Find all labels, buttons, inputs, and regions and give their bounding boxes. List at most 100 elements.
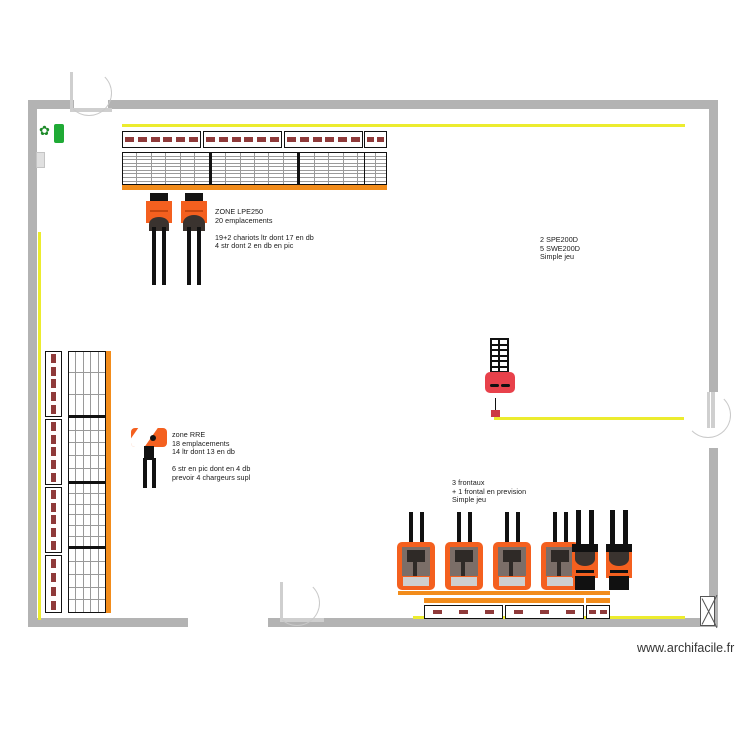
pallet (51, 572, 56, 582)
stacker-1[interactable] (571, 510, 599, 590)
door-top-left[interactable] (66, 70, 112, 116)
pallet (137, 137, 147, 142)
rack-bay (211, 153, 298, 184)
pallet (600, 610, 607, 614)
left-rack-grid (68, 351, 106, 613)
pallet (51, 489, 56, 499)
reach-truck-3[interactable] (493, 512, 531, 590)
pallet (51, 447, 56, 457)
bottom-rack-pallet-bay-2 (505, 605, 584, 619)
rack-cell-row (69, 352, 105, 374)
pallet (51, 528, 56, 538)
truck-platform (547, 577, 573, 586)
truck-column (509, 550, 513, 576)
truck-mast (553, 512, 557, 546)
rack-cell-column (329, 153, 344, 184)
truck-mast (468, 512, 472, 546)
rack-bay (123, 153, 209, 184)
reach-truck-1[interactable] (397, 512, 435, 590)
pallet (163, 137, 173, 142)
wall-right-lower (709, 448, 718, 627)
pallet-truck-2[interactable] (181, 193, 207, 285)
rack-cell-column (180, 153, 196, 184)
rack-cell-row (69, 443, 105, 456)
truck-fork (576, 510, 581, 546)
rack-cell-column (343, 153, 359, 184)
guide-line-left (38, 232, 41, 620)
pallet (150, 137, 160, 142)
truck-body (131, 428, 167, 447)
pallet (51, 379, 56, 389)
rack-cell-column (365, 153, 376, 184)
pallet (124, 137, 134, 142)
door-bottom[interactable] (274, 580, 324, 626)
pallet (51, 366, 56, 376)
plant-icon: ✿ (39, 123, 50, 138)
truck-fork (162, 227, 166, 285)
rack-cell-row (69, 574, 105, 588)
stacker-2[interactable] (605, 510, 633, 590)
pallet (218, 137, 228, 142)
wall-right (709, 100, 718, 392)
truck-platform (451, 577, 477, 586)
truck-fork (152, 458, 156, 488)
top-rack-grid-partial (364, 152, 387, 185)
truck-mast (457, 512, 461, 546)
truck-base (575, 576, 595, 590)
rack-cell-column (123, 153, 138, 184)
rack-cell-row (69, 526, 105, 537)
pallet (51, 600, 56, 610)
rack-cell-row (69, 549, 105, 562)
truck-grille (610, 570, 628, 573)
rack-cell-row (69, 468, 105, 481)
truck-fork (152, 227, 156, 285)
truck-mast (409, 512, 413, 546)
pallet (565, 610, 575, 614)
truck-column (557, 550, 561, 576)
rack-cell-row (69, 504, 105, 516)
pallet (176, 137, 186, 142)
rack-cell-column (269, 153, 284, 184)
pallet (51, 460, 56, 470)
truck-mast (420, 512, 424, 546)
rack-cell-column (151, 153, 167, 184)
bottom-rack-pallet-bay-1 (424, 605, 503, 619)
rack-cell-row (69, 483, 105, 495)
bottom-rack-floor-beam (424, 598, 584, 603)
rack-cell-row (69, 394, 105, 415)
pallet (484, 610, 494, 614)
rack-bay (69, 483, 105, 547)
truck-carriage (606, 544, 632, 554)
rack-cell-row (69, 430, 105, 444)
top-rack-floor-beam (122, 185, 387, 190)
brand-watermark: www.archifacile.fr (637, 641, 735, 655)
pallet (366, 137, 374, 142)
truck-fork (610, 510, 615, 546)
annotation-zone-lpe250: ZONE LPE250 20 emplacements 19+2 chariot… (215, 207, 314, 251)
door-panel (70, 72, 73, 110)
pallet (338, 137, 348, 142)
rack-bay-divider (208, 153, 212, 184)
pallet-truck-1[interactable] (146, 193, 172, 285)
wall-top-left (28, 100, 74, 109)
rre-truck[interactable] (131, 428, 167, 488)
left-rack-pallet-bay-4 (45, 555, 62, 613)
rack-bay (69, 549, 105, 612)
pallet (351, 137, 361, 142)
truck-cab (185, 193, 203, 203)
rack-cell-row (69, 417, 105, 431)
pallet (270, 137, 280, 142)
reach-truck-2[interactable] (445, 512, 483, 590)
pallet (51, 586, 56, 596)
order-picker-red[interactable] (485, 338, 515, 393)
pallet (325, 137, 335, 142)
door-right[interactable] (685, 392, 733, 438)
rack-bay (69, 352, 105, 415)
truck-fork (143, 458, 147, 488)
top-rack-pallet-bay-2 (203, 131, 282, 148)
pallet (51, 421, 56, 431)
truck-fork (197, 227, 201, 285)
bottom-rack-floor-beam-partial (586, 598, 610, 603)
pallet (458, 610, 468, 614)
rack-cell-column (300, 153, 315, 184)
